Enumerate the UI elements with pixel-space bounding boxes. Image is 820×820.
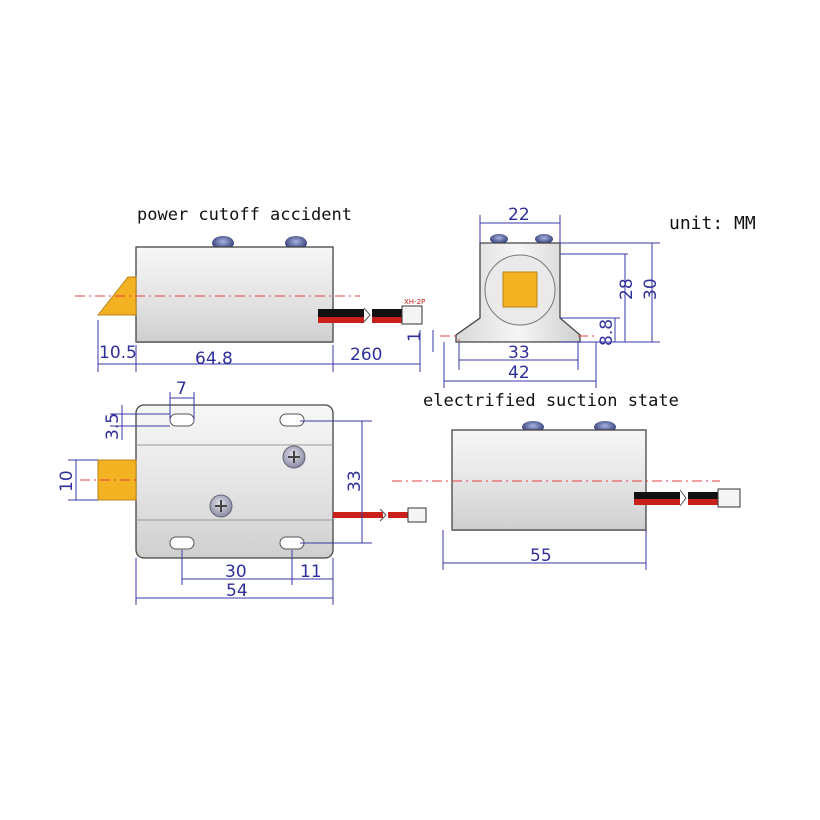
slot-3 bbox=[169, 536, 195, 550]
dim-overall-width: 54 bbox=[226, 581, 248, 601]
dim-plate-height: 33 bbox=[345, 470, 365, 492]
dim-height-total: 30 bbox=[641, 278, 661, 300]
lock-body bbox=[135, 246, 334, 343]
slot-2 bbox=[279, 413, 305, 427]
dim-base-width: 42 bbox=[508, 363, 530, 383]
side-view-electrified: electrified suction state 55 bbox=[392, 391, 741, 570]
dim-flange: 8.8 bbox=[597, 319, 617, 346]
dim-body-length: 64.8 bbox=[195, 349, 233, 369]
dim-tongue: 10.5 bbox=[99, 343, 137, 363]
dim-electrified-length: 55 bbox=[530, 546, 552, 566]
base-plate bbox=[135, 404, 334, 559]
end-plunger bbox=[502, 271, 538, 308]
electrified-label: electrified suction state bbox=[423, 391, 679, 411]
bottom-view: 7 3.5 10 33 30 11 54 bbox=[57, 379, 427, 605]
dim-height-inner: 28 bbox=[617, 278, 637, 300]
dim-slot-height: 3.5 bbox=[103, 413, 123, 440]
dim-slot-width: 7 bbox=[176, 379, 187, 399]
dim-tongue-width: 10 bbox=[57, 470, 77, 492]
unit-label: unit: MM bbox=[669, 213, 756, 234]
side-view-locked: power cutoff accident XH-2P 10.5 64.8 26… bbox=[75, 205, 425, 372]
dim-hole-spacing: 33 bbox=[508, 343, 530, 363]
dim-hole-spacing-bottom: 30 bbox=[225, 562, 247, 582]
dim-width: 22 bbox=[508, 205, 530, 225]
slot-1 bbox=[169, 413, 195, 427]
power-cutoff-label: power cutoff accident bbox=[137, 205, 352, 225]
dim-foot: 1 bbox=[405, 331, 425, 342]
dim-edge-offset: 11 bbox=[300, 562, 322, 582]
electrified-body bbox=[451, 429, 647, 531]
dim-wire-length: 260 bbox=[350, 345, 382, 365]
connector-label: XH-2P bbox=[404, 298, 425, 306]
connector bbox=[401, 305, 423, 325]
end-view: unit: MM 22 28 30 8.8 33 42 1 bbox=[405, 205, 756, 388]
